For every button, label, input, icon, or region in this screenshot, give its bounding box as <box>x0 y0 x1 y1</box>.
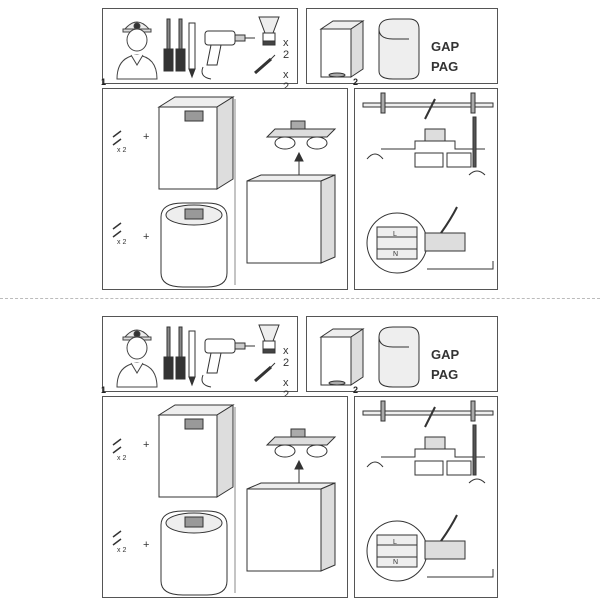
terminal-label-n: N <box>393 251 399 258</box>
installer-icon <box>116 329 158 388</box>
terminal-label-l: L <box>393 539 397 546</box>
arrow-up-icon <box>294 459 304 485</box>
tools-panel: x 2 x 2 <box>102 8 298 93</box>
step2-illustration <box>362 400 494 582</box>
gap-lamp-icon <box>319 328 365 386</box>
terminal-label-l: L <box>393 231 397 238</box>
screwdriver-icon <box>472 116 477 168</box>
screw-icon <box>112 438 122 454</box>
step1-illustration <box>112 96 337 288</box>
screw-quantity-bottom: x 2 <box>117 547 127 554</box>
step-number: 1 <box>101 77 107 87</box>
bulb-quantity: x 2 <box>283 345 290 369</box>
screw-quantity-top: x 2 <box>117 147 127 154</box>
mount-bracket-icon <box>265 428 337 458</box>
screwdriver-icon <box>175 326 186 380</box>
installer-icon <box>116 21 158 80</box>
screw-icon <box>112 130 122 146</box>
plug-quantity: x 2 <box>283 377 290 401</box>
gap-lamp-icon <box>319 20 365 78</box>
housing-icon <box>246 482 336 572</box>
model-label-pag: PAG <box>431 59 459 74</box>
step-number: 2 <box>353 77 359 87</box>
gu10-bulb-icon <box>258 324 280 354</box>
step2-illustration <box>362 92 494 274</box>
instruction-sheet-bottom: x 2 x 2 GAP PAG 1 <box>0 308 600 608</box>
screwdriver-icon <box>163 18 174 72</box>
plug-quantity: x 2 <box>283 69 290 93</box>
model-label-gap: GAP <box>431 347 460 362</box>
pencil-icon <box>188 330 196 387</box>
pag-lamp-icon <box>378 18 420 80</box>
screw-icon <box>112 530 122 546</box>
housing-icon <box>246 174 336 264</box>
instruction-sheet-top: x 2 x 2 GAP PAG 1 <box>0 0 600 300</box>
pencil-icon <box>188 22 196 79</box>
wall-plug-icon <box>380 92 476 114</box>
terminal-block-zoom <box>366 206 494 274</box>
mount-bracket-icon <box>265 120 337 150</box>
models-illustration <box>319 18 420 80</box>
screwdriver-icon <box>163 326 174 380</box>
step1-panel: 1 <box>101 77 348 290</box>
drill-icon <box>201 338 255 388</box>
gu10-bulb-icon <box>258 16 280 46</box>
pag-body-icon <box>160 510 228 596</box>
models-panel: GAP PAG <box>306 8 498 84</box>
screw-icon <box>112 222 122 238</box>
tools-illustration <box>116 16 280 80</box>
tools-illustration <box>116 324 280 388</box>
model-label-gap: GAP <box>431 39 460 54</box>
cut-line <box>0 298 600 299</box>
pag-body-icon <box>160 202 228 288</box>
step1-panel: 1 x 2 x 2 + + <box>101 385 348 598</box>
models-panel: GAP PAG <box>306 316 498 392</box>
wall-plug-icon <box>380 400 476 422</box>
drill-icon <box>201 30 255 80</box>
model-label-pag: PAG <box>431 367 459 382</box>
gap-body-icon <box>157 404 235 498</box>
tools-panel: x 2 x 2 <box>102 316 298 401</box>
step1-illustration <box>112 404 337 596</box>
step2-panel: 2 <box>353 77 498 290</box>
plus-sign: + <box>143 131 150 143</box>
screw-quantity-top: x 2 <box>117 455 127 462</box>
terminal-label-n: N <box>393 559 399 566</box>
wall-plug-icon <box>254 54 276 75</box>
wall-plug-icon <box>254 362 276 383</box>
terminal-block-zoom <box>366 514 494 582</box>
screwdriver-icon <box>472 424 477 476</box>
models-illustration <box>319 326 420 388</box>
plus-sign: + <box>143 231 150 243</box>
step-number: 2 <box>353 385 359 395</box>
bulb-quantity: x 2 <box>283 37 290 61</box>
screw-quantity-bottom: x 2 <box>117 239 127 246</box>
gap-body-icon <box>157 96 235 190</box>
step2-panel: 2 L N <box>353 385 498 598</box>
plus-sign: + <box>143 439 150 451</box>
screwdriver-icon <box>175 18 186 72</box>
arrow-up-icon <box>294 151 304 177</box>
plus-sign: + <box>143 539 150 551</box>
step-number: 1 <box>101 385 107 395</box>
pag-lamp-icon <box>378 326 420 388</box>
